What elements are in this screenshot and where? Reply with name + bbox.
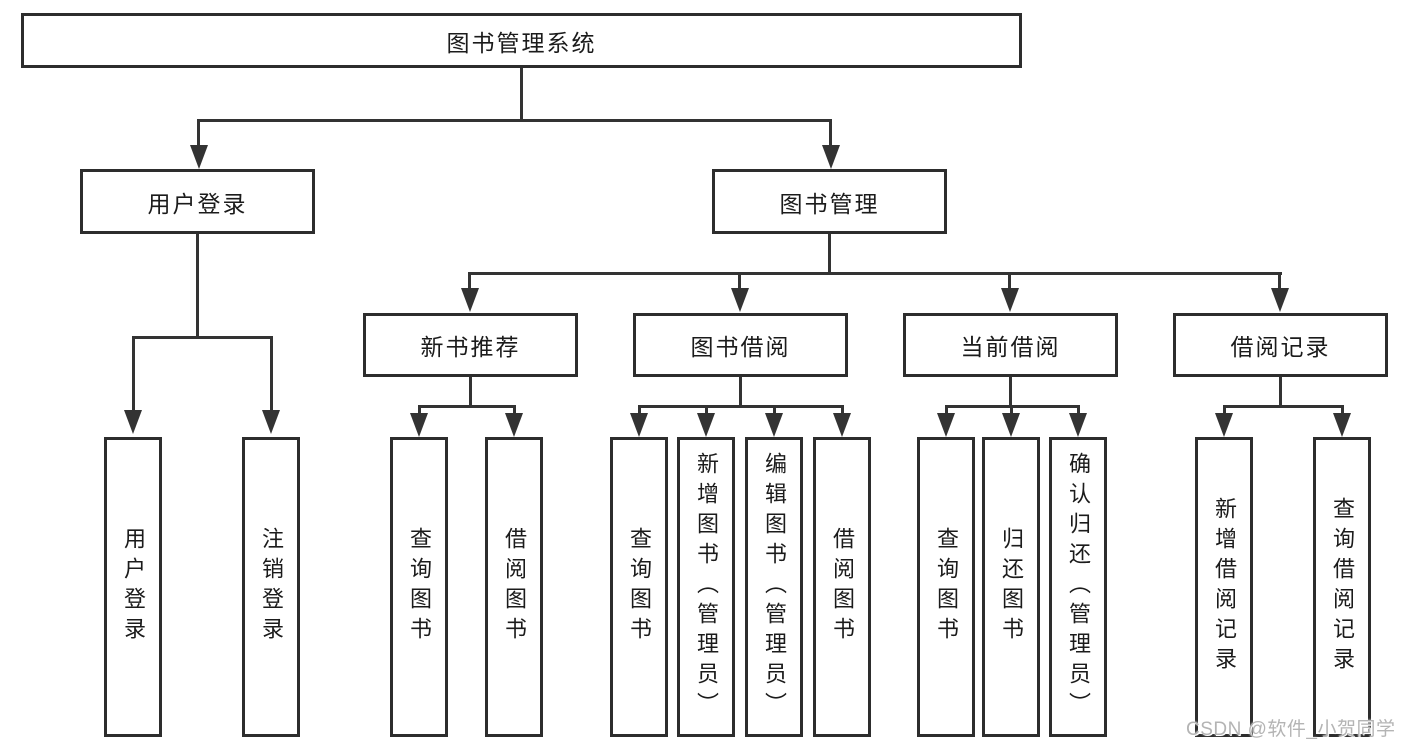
connector-book-management-stem [828, 234, 831, 272]
leaf-rec-query-books-label: 查询图书 [407, 527, 432, 647]
connector-new-book-recommend-hline [418, 405, 516, 408]
node-new-book-recommend: 新书推荐 [363, 313, 578, 377]
connector-leaf [945, 405, 948, 417]
arrow-down-icon [1069, 413, 1087, 437]
node-borrow-record-label: 借阅记录 [1230, 334, 1331, 360]
connector-leaf [1010, 405, 1013, 417]
watermark: CSDN @软件_小贺同学 [1186, 719, 1396, 740]
leaf-borrow-edit-books-admin: 编辑图书（管理员） [745, 437, 803, 737]
connector-to-new-book-recommend [468, 272, 471, 290]
connector-leaf [705, 405, 708, 417]
leaf-rec-borrow-books: 借阅图书 [485, 437, 543, 737]
connector-borrow-record-hline [1223, 405, 1343, 408]
leaf-current-confirm-return-admin: 确认归还（管理员） [1049, 437, 1107, 737]
connector-leaf [638, 405, 641, 417]
node-book-management-label: 图书管理 [779, 190, 880, 217]
connector-leaf [1223, 405, 1226, 417]
node-root-label: 图书管理系统 [446, 29, 597, 56]
connector-borrow-record-stem [1279, 377, 1282, 407]
connector-book-management-hline [468, 272, 1282, 275]
leaf-current-confirm-return-admin-label: 确认归还（管理员） [1066, 452, 1091, 722]
leaf-logout: 注销登录 [242, 437, 300, 737]
connector-to-leaf-logout [270, 336, 273, 412]
connector-current-borrow-stem [1009, 377, 1012, 407]
leaf-borrow-add-books-admin-label: 新增图书（管理员） [694, 452, 719, 722]
node-user-login-label: 用户登录 [147, 190, 248, 217]
leaf-borrow-query-books: 查询图书 [610, 437, 668, 737]
arrow-down-icon [765, 413, 783, 437]
leaf-borrow-add-books-admin: 新增图书（管理员） [677, 437, 735, 737]
connector-to-user-login [197, 119, 200, 147]
connector-leaf [1341, 405, 1344, 417]
connector-leaf [841, 405, 844, 417]
arrow-down-icon [262, 410, 280, 434]
connector-leaf [418, 405, 421, 417]
arrow-down-icon [833, 413, 851, 437]
leaf-borrow-query-books-label: 查询图书 [627, 527, 652, 647]
leaf-record-add-record-label: 新增借阅记录 [1212, 497, 1237, 677]
arrow-down-icon [731, 288, 749, 312]
arrow-down-icon [1333, 413, 1351, 437]
arrow-down-icon [937, 413, 955, 437]
node-book-borrow: 图书借阅 [633, 313, 848, 377]
connector-to-book-borrow [738, 272, 741, 290]
leaf-record-query-record-label: 查询借阅记录 [1330, 497, 1355, 677]
leaf-user-login-label: 用户登录 [121, 527, 146, 647]
connector-book-borrow-stem [739, 377, 742, 407]
leaf-record-add-record: 新增借阅记录 [1195, 437, 1253, 737]
arrow-down-icon [630, 413, 648, 437]
leaf-current-query-books: 查询图书 [917, 437, 975, 737]
connector-to-leaf-user-login [132, 336, 135, 412]
leaf-borrow-edit-books-admin-label: 编辑图书（管理员） [762, 452, 787, 722]
leaf-current-return-books-label: 归还图书 [999, 527, 1024, 647]
leaf-logout-label: 注销登录 [259, 527, 284, 647]
node-user-login: 用户登录 [80, 169, 315, 234]
leaf-rec-borrow-books-label: 借阅图书 [502, 527, 527, 647]
arrow-down-icon [822, 145, 840, 169]
node-current-borrow-label: 当前借阅 [960, 334, 1061, 360]
node-book-management: 图书管理 [712, 169, 947, 234]
connector-user-login-hline [132, 336, 273, 339]
connector-to-current-borrow [1008, 272, 1011, 290]
connector-to-book-management [829, 119, 832, 147]
connector-leaf [513, 405, 516, 417]
arrow-down-icon [190, 145, 208, 169]
node-borrow-record: 借阅记录 [1173, 313, 1388, 377]
leaf-current-query-books-label: 查询图书 [934, 527, 959, 647]
connector-root-hline [197, 119, 832, 122]
arrow-down-icon [697, 413, 715, 437]
arrow-down-icon [461, 288, 479, 312]
leaf-user-login: 用户登录 [104, 437, 162, 737]
node-root: 图书管理系统 [21, 13, 1022, 68]
leaf-current-return-books: 归还图书 [982, 437, 1040, 737]
leaf-borrow-borrow-books-label: 借阅图书 [830, 527, 855, 647]
arrow-down-icon [1271, 288, 1289, 312]
arrow-down-icon [410, 413, 428, 437]
connector-leaf [773, 405, 776, 417]
arrow-down-icon [1002, 413, 1020, 437]
node-book-borrow-label: 图书借阅 [690, 334, 791, 360]
leaf-rec-query-books: 查询图书 [390, 437, 448, 737]
connector-to-borrow-record [1278, 272, 1281, 290]
connector-leaf [1077, 405, 1080, 417]
connector-user-login-stem [196, 234, 199, 338]
leaf-record-query-record: 查询借阅记录 [1313, 437, 1371, 737]
connector-book-borrow-hline [638, 405, 844, 408]
arrow-down-icon [1001, 288, 1019, 312]
arrow-down-icon [1215, 413, 1233, 437]
leaf-borrow-borrow-books: 借阅图书 [813, 437, 871, 737]
arrow-down-icon [124, 410, 142, 434]
node-new-book-recommend-label: 新书推荐 [420, 334, 521, 360]
connector-root-stem [520, 68, 523, 121]
connector-new-book-recommend-stem [469, 377, 472, 407]
arrow-down-icon [505, 413, 523, 437]
node-current-borrow: 当前借阅 [903, 313, 1118, 377]
